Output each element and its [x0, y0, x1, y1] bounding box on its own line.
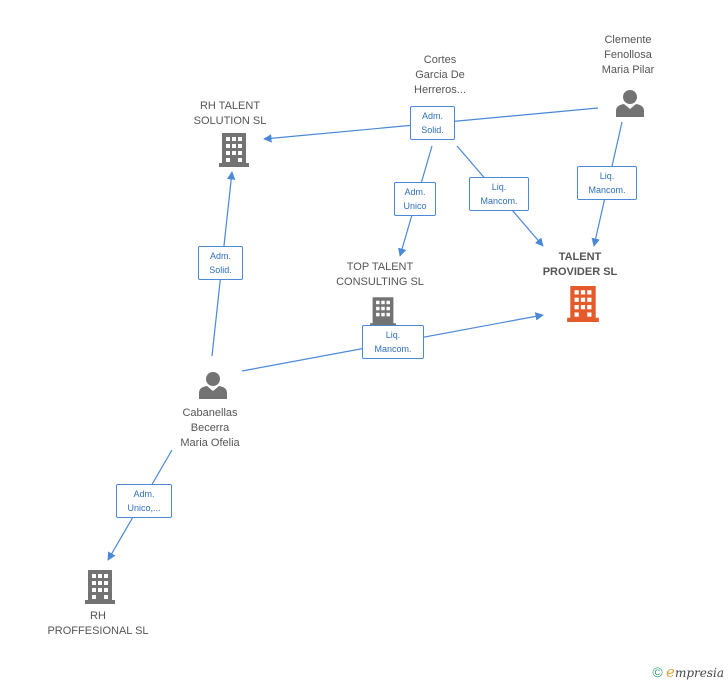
- building-icon[interactable]: [85, 570, 115, 609]
- edge-label-line: Mancom.: [588, 185, 626, 195]
- empresia-logo: empresia: [666, 663, 724, 681]
- edge-label-line: Unico,...: [127, 503, 161, 513]
- edge-label-cortes-top-talent[interactable]: Adm. Unico: [394, 182, 436, 216]
- edge-label-line: Liq.: [385, 330, 401, 340]
- edge-label-cortes-rh-solution[interactable]: Adm. Solid.: [410, 106, 455, 140]
- edge-label-line: Mancom.: [480, 196, 518, 206]
- edge-label-line: Solid.: [209, 265, 232, 275]
- brand-rest: mpresia: [674, 666, 724, 680]
- edge-label-cabanellas-talent-provider[interactable]: Liq. Mancom.: [362, 325, 424, 359]
- label-line: Maria Pilar: [601, 64, 655, 76]
- label-line: TOP TALENT: [346, 261, 414, 273]
- building-icon[interactable]: [219, 133, 249, 172]
- edge-label-line: Unico: [403, 201, 427, 211]
- label-line: RH TALENT: [199, 100, 261, 112]
- edge-label-line: Liq.: [599, 171, 615, 181]
- label-line: Clemente: [604, 34, 652, 46]
- edge-label-line: Adm.: [209, 251, 231, 261]
- label-line: Maria Ofelia: [180, 437, 240, 449]
- label-line: SOLUTION SL: [193, 115, 267, 127]
- label-line: Garcia De: [415, 69, 465, 81]
- node-label-cabanellas: Cabanellas Becerra Maria Ofelia: [160, 406, 260, 451]
- node-label-clemente: Clemente Fenollosa Maria Pilar: [578, 33, 678, 78]
- edge-label-line: Mancom.: [374, 344, 412, 354]
- person-icon[interactable]: [616, 89, 644, 122]
- label-line: PROFFESIONAL SL: [47, 625, 149, 637]
- empresia-footer[interactable]: © empresia: [652, 663, 724, 681]
- label-line: PROVIDER SL: [542, 266, 618, 278]
- person-icon[interactable]: [199, 371, 227, 404]
- edge-label-line: Liq.: [491, 182, 507, 192]
- label-line: Cortes: [423, 54, 457, 66]
- label-line: RH: [90, 610, 106, 622]
- label-line: Becerra: [190, 422, 230, 434]
- node-label-rh-talent-solution: RH TALENT SOLUTION SL: [180, 99, 280, 129]
- edge-label-cortes-talent-provider[interactable]: Liq. Mancom.: [469, 177, 529, 211]
- edge-label-line: Adm.: [404, 187, 426, 197]
- copyright-symbol: ©: [652, 664, 663, 680]
- label-line: Cabanellas: [182, 407, 238, 419]
- brand-initial: e: [666, 663, 675, 681]
- edge-label-cabanellas-rh-solution[interactable]: Adm. Solid.: [198, 246, 243, 280]
- node-label-top-talent: TOP TALENT CONSULTING SL: [325, 260, 435, 290]
- node-label-rh-proffesional: RH PROFFESIONAL SL: [43, 609, 153, 639]
- node-label-cortes: Cortes Garcia De Herreros...: [390, 53, 490, 98]
- edge-label-line: Adm.: [133, 489, 155, 499]
- edge-label-line: Adm.: [421, 111, 443, 121]
- edge-label-cabanellas-rh-proffesional[interactable]: Adm. Unico,...: [116, 484, 172, 518]
- node-label-talent-provider: TALENT PROVIDER SL: [530, 250, 630, 280]
- edge-label-clemente-talent-provider[interactable]: Liq. Mancom.: [577, 166, 637, 200]
- label-line: Fenollosa: [604, 49, 652, 61]
- label-line: Herreros...: [414, 84, 466, 96]
- label-line: CONSULTING SL: [336, 276, 424, 288]
- label-line: TALENT: [558, 251, 602, 263]
- building-main-icon[interactable]: [567, 286, 599, 327]
- edge-label-line: Solid.: [421, 125, 444, 135]
